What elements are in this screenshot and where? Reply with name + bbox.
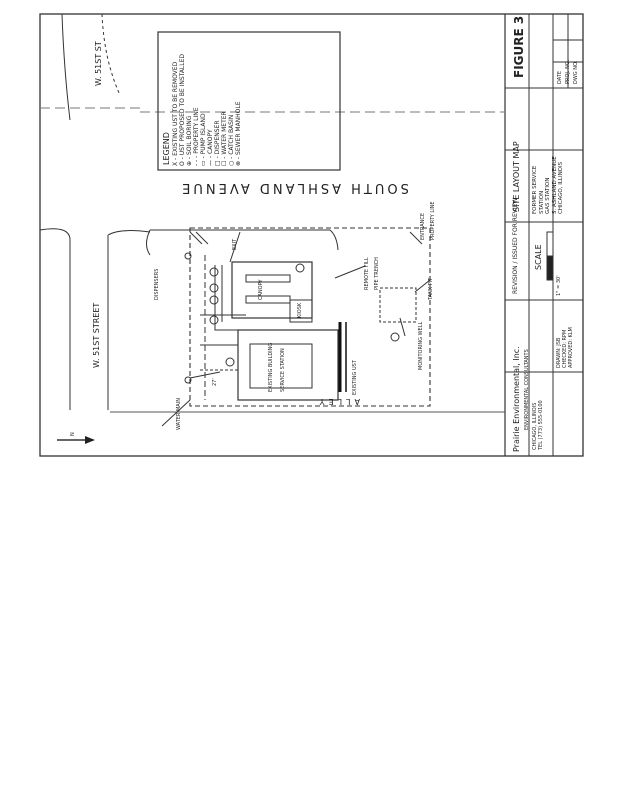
legend-item: ⊗ - SEWER MANHOLE [235, 101, 242, 166]
kiosk-label: KIOSK [297, 302, 303, 318]
street-top-label: W. 51ST ST [94, 41, 103, 86]
existing-ust-label: EXISTING UST [352, 360, 358, 395]
legend-item: ○ - CATCH BASIN [228, 114, 235, 166]
avenue-label: SOUTH ASHLAND AVENUE [179, 180, 409, 195]
revision-label: REVISION / ISSUED FOR REVIEW [512, 197, 519, 294]
scale-value: 1" = 30' [556, 275, 562, 296]
company-name: Prairie Environmental, Inc. [512, 346, 521, 452]
entrance-label: ENTRANCE [420, 212, 426, 240]
sheet-info-line: PROJ. NO. [565, 59, 571, 84]
legend-item: — - CANOPY [207, 129, 214, 166]
legend-item: ☐ - WATER METER [221, 111, 228, 166]
north-arrow-label: N [70, 432, 76, 436]
scale-label: SCALE [534, 244, 543, 270]
station-label: SERVICE STATION [280, 348, 286, 392]
tank-pit-label: TANK PIT [428, 277, 434, 300]
tank-pit-outline [379, 287, 417, 323]
sheet-info-line: DATE [557, 70, 563, 84]
sheet-info-line: DWG NO. [573, 60, 579, 84]
kiosk-outline [289, 299, 313, 323]
legend-item: ▭ - PUMP ISLAND [200, 113, 207, 166]
project-subtitle-line: CHICAGO, ILLINOIS [558, 161, 564, 214]
existing-building-label: EXISTING BUILDING [268, 342, 274, 392]
legend-box [157, 31, 341, 171]
company-address-line: TEL (773) 555-0100 [538, 400, 544, 450]
exit-label: EXIT [232, 238, 238, 250]
alley-label: ALLEY [315, 397, 360, 406]
property-line [189, 227, 431, 407]
legend-item: X - EXISTING UST TO BE REMOVED [172, 61, 179, 166]
sheet-border [39, 13, 584, 457]
water-main-label: WATER MAIN [176, 398, 182, 430]
dispensers-label: DISPENSERS [154, 268, 160, 300]
monitoring-well-label: MONITORING WELL [418, 321, 424, 370]
remote-fill-label: REMOTE FILL [364, 257, 370, 290]
canopy-outline [231, 261, 313, 319]
street-left-label: W. 51ST STREET [92, 302, 101, 368]
drawn-by-line: APPROVED: KLM [568, 327, 574, 368]
company-subtitle: ENVIRONMENTAL CONSULTANTS [524, 349, 530, 430]
legend-item: O - UST PROPOSED TO BE INSTALLED [179, 53, 186, 166]
legend-item: ⊕ - SOIL BORING [186, 115, 193, 166]
canopy-label: CANOPY [258, 279, 264, 300]
legend-title: LEGEND [162, 132, 171, 165]
soil-boring [209, 267, 219, 277]
dimension-label: 27' [212, 378, 218, 386]
pipe-trench-label: PIPE TRENCH [374, 257, 380, 290]
property-line-label: PROPERTY LINE [430, 201, 436, 240]
pump-island [245, 274, 291, 283]
legend-item: - - - PROPERTY LINE [193, 107, 200, 167]
existing-building-outline [237, 329, 339, 401]
figure-number: FIGURE 3 [512, 15, 526, 78]
project-subtitle-line: FORMER SERVICE STATION [532, 165, 545, 214]
legend-item: □ - DISPENSER [214, 120, 221, 166]
